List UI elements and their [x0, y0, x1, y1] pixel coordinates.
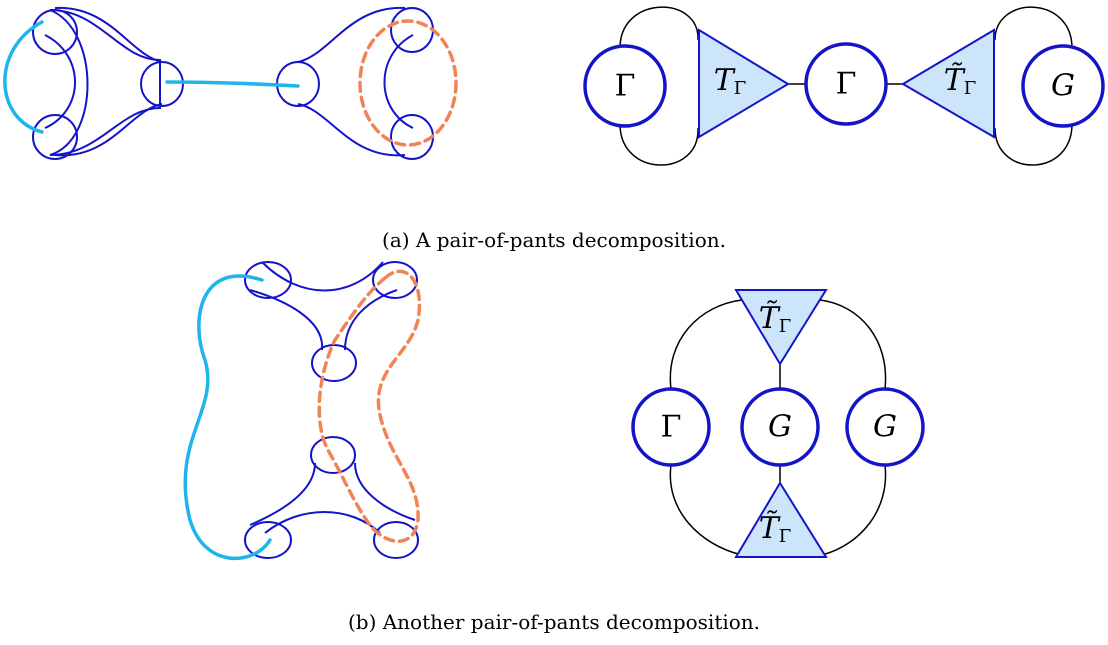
cuff-a5: [390, 7, 434, 53]
triangle-a1-label: TΓ: [714, 63, 747, 99]
surface-b: [183, 261, 422, 561]
node-a2: [804, 42, 888, 126]
pants-right-a-outline: [297, 6, 414, 157]
cut-solid-a2: [165, 80, 300, 88]
caption-a: (a) A pair-of-pants decomposition.: [382, 228, 726, 252]
cuff-b6: [373, 521, 419, 559]
cuff-b1: [244, 261, 292, 299]
node-a2-label: Γ: [836, 67, 857, 102]
node-b2: [740, 387, 820, 467]
cuff-b2: [372, 261, 418, 299]
cut-dashed-a: [358, 19, 458, 147]
cuff-a1: [32, 9, 78, 55]
pants-top-b-outline: [249, 261, 398, 351]
cut-solid-b: [183, 274, 272, 561]
node-a3: [1021, 44, 1105, 128]
triangle-b1: [734, 289, 828, 366]
node-a3-label: G: [1051, 69, 1075, 104]
wire-a-bottom-left: [619, 123, 699, 166]
cuff-b5: [244, 521, 292, 559]
cuff-b4: [310, 436, 356, 474]
pants-left-a: [49, 9, 161, 156]
pants-left-a-outline: [44, 6, 163, 157]
node-a1-label: Γ: [615, 69, 636, 104]
triangle-b2: [734, 481, 828, 558]
node-b1-label: Γ: [661, 410, 682, 445]
node-b3-label: G: [873, 410, 897, 445]
wire-b-top-right: [819, 299, 887, 390]
cuff-a6: [390, 114, 434, 160]
cut-solid-a1: [3, 20, 44, 134]
wire-b-bottom-left: [669, 464, 743, 556]
triangle-b2-label: T̃Γ: [759, 510, 792, 546]
wire-a-bottom-right: [994, 123, 1073, 166]
diagram-a: Γ Γ G TΓ T̃Γ: [583, 6, 1105, 166]
cuff-a2: [32, 114, 78, 160]
triangle-a2: [901, 28, 995, 139]
cut-dashed-b: [317, 269, 422, 543]
cuff-a3: [140, 61, 184, 107]
triangle-b1-label: T̃Γ: [759, 300, 792, 336]
node-b3: [845, 387, 925, 467]
wire-a-top-left: [619, 6, 699, 49]
surface-a: [3, 6, 458, 160]
triangle-a2-label: T̃Γ: [944, 62, 977, 98]
node-b2-label: G: [768, 410, 792, 445]
node-a1: [583, 44, 667, 128]
caption-b: (b) Another pair-of-pants decomposition.: [347, 610, 761, 634]
wire-b-bottom-right: [821, 464, 887, 556]
node-b1: [631, 387, 711, 467]
cuff-b3: [311, 344, 357, 382]
wire-b-top-left: [669, 299, 743, 390]
triangle-a1: [698, 28, 790, 139]
wire-a-top-right: [994, 6, 1073, 49]
diagram-b: T̃Γ T̃Γ Γ G G: [631, 289, 925, 558]
